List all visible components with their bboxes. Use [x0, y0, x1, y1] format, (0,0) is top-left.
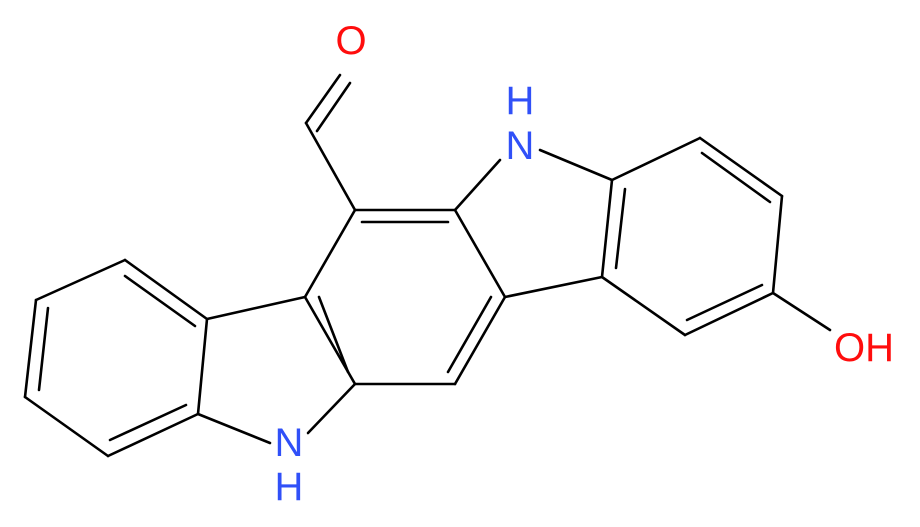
- bond-right-benzene-5: [600, 275, 687, 337]
- bond-left-benzene-4: [34, 258, 127, 302]
- bond-right-benzene-1: [610, 136, 702, 182]
- bond-left-benzene-1: [106, 412, 200, 458]
- bond-central-6: [303, 208, 357, 299]
- hydroxyl-label: OH: [834, 326, 894, 370]
- bond-central-5-inner: [317, 295, 350, 374]
- bond-aldehyde-c-o: [304, 73, 342, 125]
- bond-left-benzene-2: [23, 395, 110, 458]
- bond-central-3: [453, 295, 507, 386]
- bond-aldehyde-c-ring: [304, 121, 357, 212]
- bond-right-benzene-2: [698, 136, 784, 198]
- bottom-nh-hydrogen-label: H: [275, 465, 304, 509]
- bottom-nitrogen-label: N: [275, 421, 304, 465]
- bond-left-benzene-3: [23, 298, 38, 399]
- bond-right-benzene-4-inner: [685, 283, 764, 322]
- top-nitrogen-label: N: [506, 124, 535, 168]
- bond-bottom-pyrrole-3: [196, 317, 209, 416]
- bond-hydroxyl: [771, 291, 832, 332]
- bond-bottom-pyrrole-4: [205, 295, 307, 321]
- bond-bottom-pyrrole-1: [306, 382, 357, 435]
- bond-left-benzene-5: [123, 258, 209, 321]
- aldehyde-oxygen-label: O: [335, 19, 366, 63]
- bond-left-benzene-3-inner: [37, 306, 50, 392]
- bond-left-benzene-1-inner: [108, 403, 188, 442]
- bond-right-benzene-2-inner: [700, 151, 772, 204]
- bond-top-pyrrole-3: [600, 178, 614, 279]
- bond-top-pyrrole-1: [453, 158, 502, 212]
- bond-central-2: [453, 208, 507, 299]
- bond-bottom-pyrrole-2: [196, 412, 272, 445]
- bond-top-pyrrole-2: [538, 148, 614, 182]
- bond-right-benzene-4: [683, 291, 775, 337]
- bonds: [23, 73, 832, 458]
- bond-top-pyrrole-4: [503, 275, 604, 299]
- atom-labels: O H N N H OH: [275, 19, 894, 509]
- bond-right-benzene-6-inner: [614, 187, 627, 270]
- bond-left-benzene-5-inner: [123, 274, 197, 328]
- bond-aldehyde-c-o-double: [315, 81, 352, 133]
- bond-central-3-inner: [446, 295, 493, 374]
- top-nh-hydrogen-label: H: [506, 79, 535, 123]
- bond-right-benzene-3: [771, 194, 784, 295]
